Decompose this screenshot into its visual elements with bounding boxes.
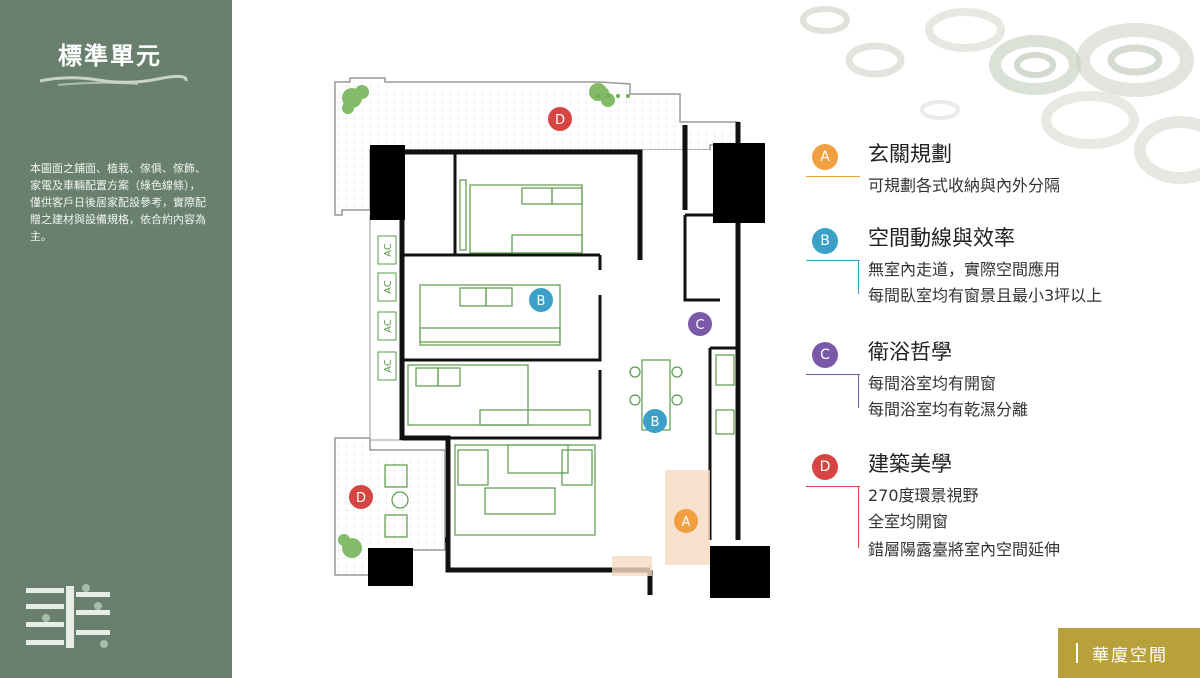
marker-b-bedroom-label: B (537, 294, 546, 309)
feature-d-line-1: 270度環景視野 (868, 486, 979, 505)
feature-d-line-3: 錯層陽露臺將室內空間延伸 (868, 540, 1061, 559)
ink-cloud-decoration (800, 6, 1200, 184)
marker-b-dining-label: B (651, 415, 660, 430)
building-logo-icon (26, 584, 110, 648)
ac-label: AC (383, 243, 394, 257)
floor-plan: AC AC AC AC D B C B D A (334, 77, 770, 598)
feature-c-line-1: 每間浴室均有開窗 (868, 374, 997, 393)
feature-b-line-2: 每間臥室均有窗景且最小3坪以上 (868, 286, 1103, 305)
feature-b-line-1: 無室內走道，實際空間應用 (868, 260, 1061, 279)
marker-d-terrace-label: D (356, 491, 366, 506)
feature-d-title: 建築美學 (868, 452, 952, 476)
ac-label: AC (383, 359, 394, 373)
feature-d-badge: D (812, 454, 838, 480)
marker-c-bath (688, 312, 712, 336)
marker-c-bath-label: C (695, 318, 704, 333)
feature-a-title: 玄關規劃 (868, 142, 952, 166)
marker-a-entrance-label: A (682, 515, 691, 530)
feature-c-line-2: 每間浴室均有乾濕分離 (868, 400, 1029, 419)
brand-label: 華廈空間 (1058, 628, 1200, 678)
marker-b-bedroom (529, 288, 553, 312)
ac-label: AC (383, 280, 394, 294)
feature-a-line-1: 可規劃各式收納與內外分隔 (868, 176, 1061, 195)
feature-c-title: 衛浴哲學 (868, 340, 952, 364)
feature-a-badge: A (812, 144, 838, 170)
marker-a-entrance (674, 509, 698, 533)
sidebar: 標準單元 本圖面之鋪面、植栽、傢俱、傢飾、家電及車輛配置方案（綠色線條），僅供客… (0, 0, 232, 678)
page-title: 標準單元 (58, 42, 162, 70)
marker-d-terrace (349, 485, 373, 509)
disclaimer-text: 本圖面之鋪面、植栽、傢俱、傢飾、家電及車輛配置方案（綠色線條），僅供客戶日後居家… (30, 162, 206, 243)
marker-b-dining (643, 409, 667, 433)
south-terrace (334, 437, 446, 576)
feature-c-badge: C (812, 342, 838, 368)
feature-d-line-2: 全室均開窗 (868, 512, 949, 531)
brand-label-text: 華廈空間 (1092, 646, 1168, 666)
marker-d-north (548, 107, 572, 131)
feature-b-title: 空間動線與效率 (868, 226, 1015, 250)
marker-d-north-label: D (555, 113, 565, 128)
ac-label: AC (383, 319, 394, 333)
title-mist-decoration (39, 74, 188, 86)
feature-b-badge: B (812, 228, 838, 254)
